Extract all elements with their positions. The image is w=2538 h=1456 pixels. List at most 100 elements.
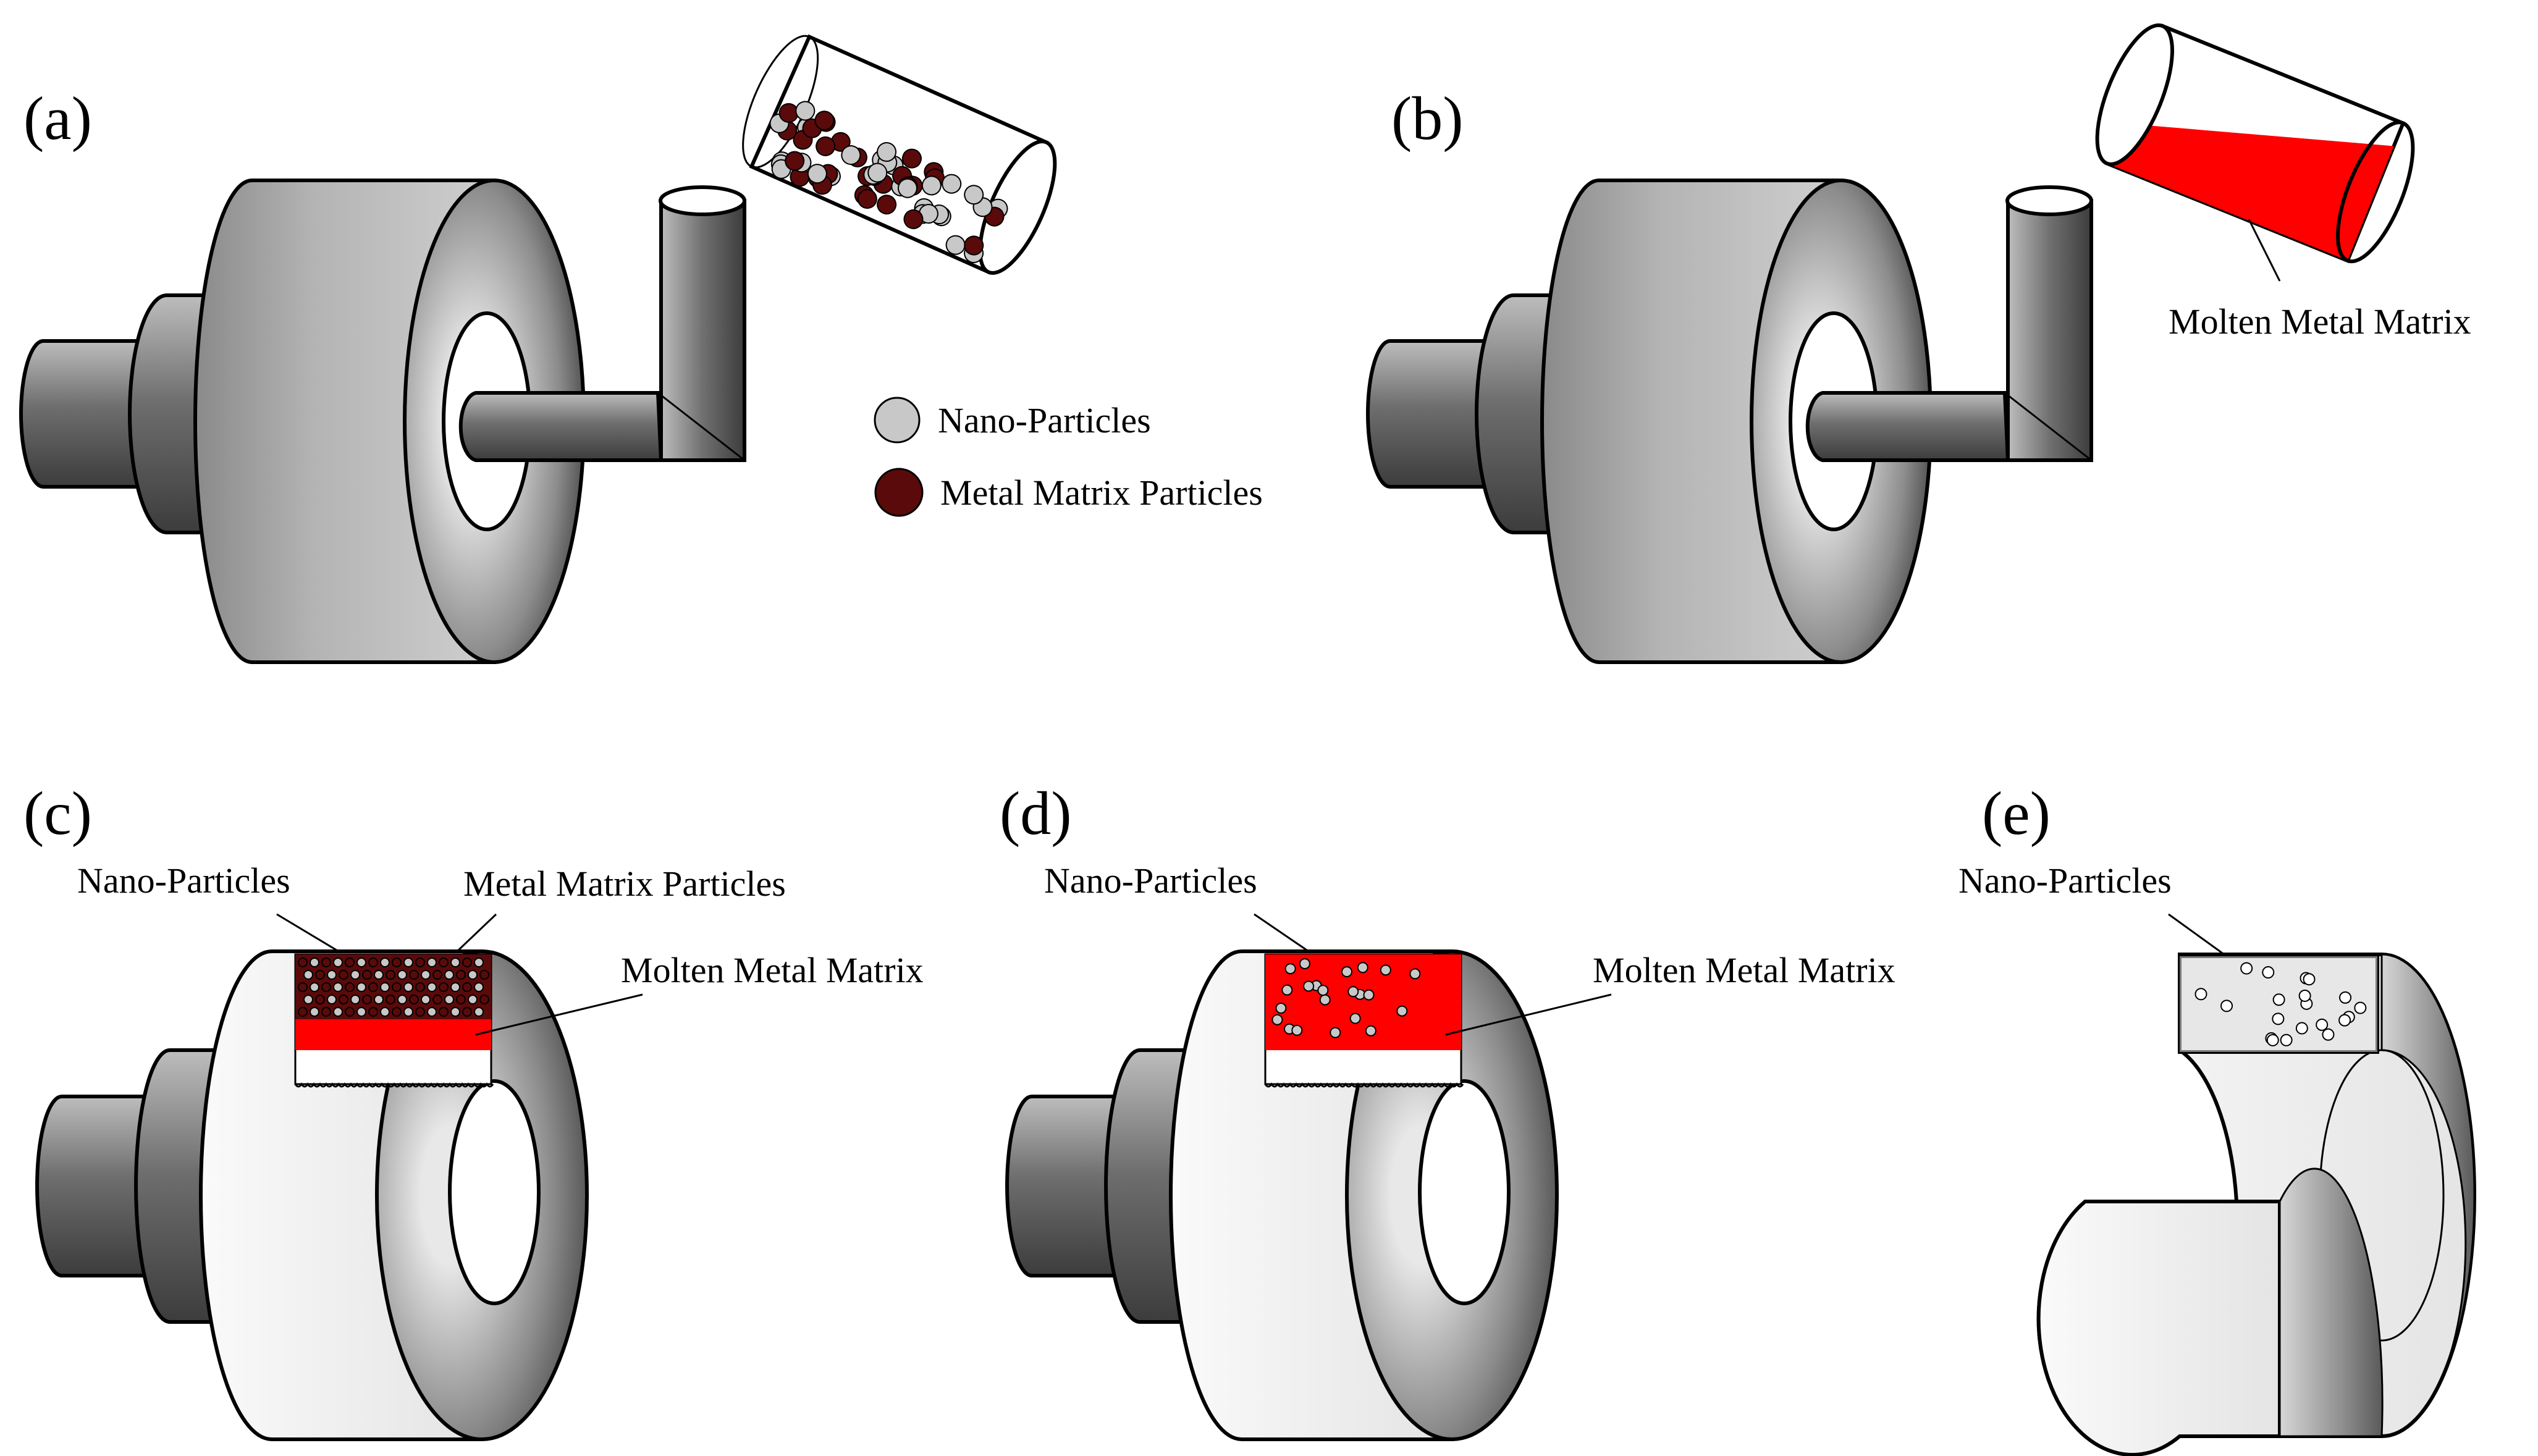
- nano-particle: [427, 957, 437, 967]
- matrix-particle: [321, 1007, 331, 1017]
- nano-particle: [474, 982, 484, 992]
- callout-line-nano-e: [2168, 913, 2225, 956]
- nano-particle: [807, 164, 827, 184]
- nano-particle: [2240, 962, 2253, 975]
- nano-particle: [1365, 1025, 1377, 1037]
- dispersed-nano-particles-d: [1271, 958, 1421, 1038]
- nano-particle: [2354, 1001, 2367, 1014]
- nano-particle: [2322, 1028, 2335, 1041]
- nano-particle: [397, 995, 407, 1004]
- nano-particle: [1319, 994, 1331, 1006]
- callout-molten-c: Molten Metal Matrix: [621, 950, 924, 990]
- nano-particle-legend-icon: [874, 397, 921, 444]
- cutaway-d: [1264, 953, 1464, 1088]
- nano-particle: [356, 1007, 366, 1017]
- nano-particle: [1284, 963, 1296, 975]
- callout-line-nano-d: [1254, 913, 1309, 953]
- matrix-particle: [778, 103, 799, 123]
- molten-metal-in-crucible: [2107, 123, 2394, 261]
- matrix-particle: [345, 982, 355, 992]
- molten-layer-c: [295, 1019, 491, 1050]
- nano-particle: [921, 175, 942, 196]
- nano-particle: [795, 101, 816, 121]
- matrix-particle: [814, 111, 835, 131]
- nano-particle: [421, 970, 431, 980]
- matrix-particle: [479, 970, 489, 980]
- matrix-particle: [298, 1007, 308, 1017]
- matrix-particle: [321, 957, 331, 967]
- nano-particle: [1281, 984, 1293, 996]
- matrix-particle: [315, 970, 325, 980]
- nano-particle: [1271, 1014, 1283, 1025]
- nano-particle: [897, 178, 917, 198]
- matrix-particle: [415, 957, 425, 967]
- callout-line-nano-c: [276, 913, 339, 953]
- matrix-particle: [298, 957, 308, 967]
- nano-particle: [444, 970, 454, 980]
- matrix-particle: [345, 1007, 355, 1017]
- matrix-particle: [339, 995, 348, 1004]
- nano-particle: [942, 174, 962, 194]
- nano-particle: [2295, 1022, 2308, 1035]
- callout-molten-d: Molten Metal Matrix: [1593, 950, 1895, 990]
- nano-particle: [468, 995, 478, 1004]
- nano-particle: [403, 1007, 413, 1017]
- matrix-particle: [368, 957, 378, 967]
- panel-d: (d) Nano-Particles Molten Metal Matrix: [1000, 779, 1895, 1439]
- panel-e-label: (e): [1982, 779, 2051, 848]
- nano-particle: [1291, 1024, 1303, 1036]
- matrix-particle: [903, 209, 924, 229]
- nano-particle: [918, 204, 938, 224]
- matrix-particle-legend-icon: [874, 468, 924, 517]
- matrix-particle: [368, 982, 378, 992]
- nano-particle: [303, 970, 313, 980]
- legend-nano-label: Nano-Particles: [938, 400, 1151, 440]
- nano-particle: [474, 1007, 484, 1017]
- nano-particle: [1317, 985, 1329, 996]
- nano-particle: [1363, 989, 1375, 1001]
- matrix-particle: [439, 982, 449, 992]
- legend-matrix-label: Metal Matrix Particles: [940, 473, 1263, 513]
- matrix-particle: [298, 982, 308, 992]
- panel-b: (b) Molten Metal Matrix: [1368, 23, 2471, 662]
- callout-matrix-c: Metal Matrix Particles: [463, 864, 786, 904]
- matrix-particle: [456, 995, 466, 1004]
- nano-particle: [1396, 1005, 1408, 1017]
- nano-particle: [1347, 986, 1359, 998]
- nano-particle: [421, 995, 431, 1004]
- matrix-particle: [857, 188, 877, 209]
- matrix-particle: [439, 957, 449, 967]
- matrix-particle: [462, 982, 472, 992]
- callout-nano-e: Nano-Particles: [1958, 861, 2172, 901]
- nano-particle: [2303, 973, 2316, 986]
- nano-particle: [380, 982, 390, 992]
- nano-particle: [444, 995, 454, 1004]
- nano-particle: [841, 145, 861, 166]
- panel-e: (e) Nano-Particles: [1958, 779, 2476, 1456]
- crucible-b: [2095, 23, 2415, 264]
- matrix-particle: [386, 970, 395, 980]
- matrix-particle: [392, 982, 402, 992]
- nano-particle: [1299, 958, 1310, 970]
- nano-particle: [1330, 1027, 1341, 1038]
- matrix-particle: [479, 995, 489, 1004]
- nano-particle: [310, 1007, 319, 1017]
- matrix-particle: [339, 970, 348, 980]
- nano-particle: [310, 982, 319, 992]
- nano-particle: [2194, 988, 2207, 1001]
- nano-particle: [450, 982, 460, 992]
- matrix-particle: [415, 1007, 425, 1017]
- matrix-particle: [368, 1007, 378, 1017]
- nano-particle: [2220, 999, 2233, 1012]
- nano-particle: [2266, 1033, 2279, 1046]
- callout-nano-d: Nano-Particles: [1044, 861, 1257, 901]
- nano-particle: [945, 235, 966, 255]
- nano-particle: [867, 162, 888, 183]
- nano-particle: [374, 995, 384, 1004]
- legend-a: Nano-Particles Metal Matrix Particles: [874, 397, 1263, 517]
- matrix-particle: [462, 1007, 472, 1017]
- panel-c-label: (c): [23, 779, 92, 848]
- matrix-particle: [321, 982, 331, 992]
- nano-particle: [380, 1007, 390, 1017]
- matrix-particle: [456, 970, 466, 980]
